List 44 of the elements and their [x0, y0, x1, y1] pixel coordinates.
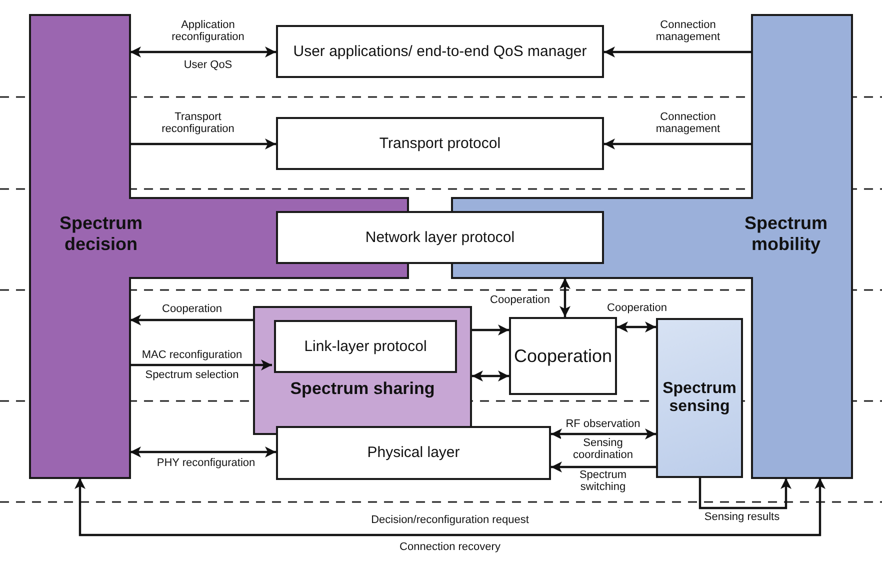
process-box: [509, 317, 617, 395]
node-label: Cooperation: [512, 346, 614, 366]
arrow: [74, 478, 826, 536]
arrow: [130, 360, 272, 370]
edge-label: Cooperation: [605, 302, 669, 314]
node-label: Spectrum sensing: [662, 380, 738, 416]
annotation-label: User QoS: [182, 59, 234, 72]
arrow: [551, 428, 656, 440]
arrow: [617, 322, 656, 332]
node-label: Link-layer protocol: [303, 338, 428, 356]
node-label: Transport protocol: [378, 134, 502, 152]
node-label: User applications/ end-to-end QoS manager: [292, 42, 588, 60]
arrow: [604, 46, 752, 58]
arrow: [472, 324, 509, 336]
arrow: [560, 278, 570, 317]
arrow: [130, 138, 276, 150]
edge-label: Cooperation: [488, 294, 552, 306]
node-label: Physical layer: [366, 444, 461, 462]
node-label: Spectrum mobility: [743, 213, 829, 254]
arrow: [130, 314, 253, 326]
process-box: [274, 320, 457, 373]
arrow: [604, 138, 752, 150]
edge-label: MAC reconfiguration: [140, 349, 244, 362]
node-label: Spectrum decision: [58, 213, 144, 254]
process-box: [656, 318, 743, 478]
process-box: [276, 211, 604, 264]
process-box: [276, 25, 604, 78]
annotation-label: Spectrum selection: [143, 369, 241, 382]
group-box: [253, 306, 472, 435]
node-label: Spectrum sharing: [289, 379, 436, 399]
process-box: [276, 117, 604, 170]
edge-label: Decision/reconfiguration request: [369, 514, 531, 526]
arrow: [130, 446, 276, 458]
edge-label: RF observation: [564, 418, 642, 430]
arrow: [130, 46, 276, 58]
edge-label: Cooperation: [160, 303, 224, 316]
arrow: [551, 462, 656, 472]
annotation-label: Connection recovery: [398, 541, 502, 554]
arrow: [472, 370, 509, 382]
edge-label: PHY reconfiguration: [154, 457, 258, 470]
edge-label: Sensing results: [702, 511, 782, 524]
arrow: [698, 478, 792, 510]
process-box: [276, 426, 551, 480]
node-label: Network layer protocol: [364, 228, 516, 246]
